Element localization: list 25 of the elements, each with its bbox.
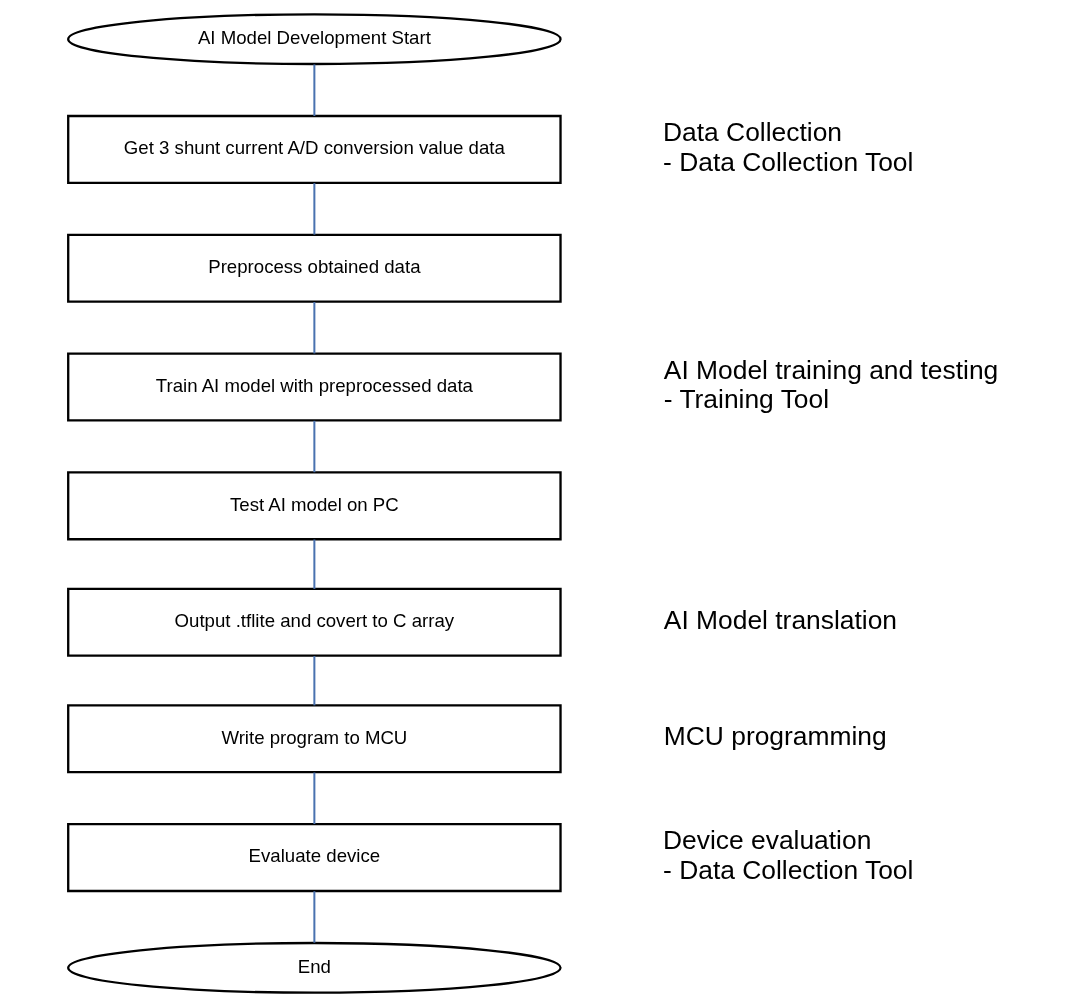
label: AI Model training and testing <box>663 354 999 385</box>
node-ellipse: AI Model Development Start <box>67 13 562 66</box>
connector <box>313 183 316 235</box>
node-ellipse: End <box>67 941 562 994</box>
node-box: Preprocess obtained data <box>67 233 562 303</box>
connector <box>313 302 316 354</box>
label: - Data Collection Tool <box>663 854 914 885</box>
connector <box>313 64 316 116</box>
label: - Training Tool <box>663 384 830 415</box>
node-box: Output .tflite and covert to C array <box>67 587 562 657</box>
connector <box>313 539 316 589</box>
node-box: Train AI model with preprocessed data <box>67 352 562 422</box>
connector <box>313 891 316 943</box>
label: AI Model translation <box>663 604 898 635</box>
connector <box>313 420 316 473</box>
label: MCU programming <box>663 721 887 752</box>
node-box: Get 3 shunt current A/D conversion value data <box>67 114 562 184</box>
node-box: Write program to MCU <box>67 704 562 774</box>
node-box: Test AI model on PC <box>67 471 562 541</box>
node-box: Evaluate device <box>67 823 562 893</box>
label: Data Collection <box>663 117 842 148</box>
connector <box>313 772 316 824</box>
label: - Data Collection Tool <box>663 146 914 177</box>
label: Device evaluation <box>663 825 872 856</box>
connector <box>313 656 316 706</box>
